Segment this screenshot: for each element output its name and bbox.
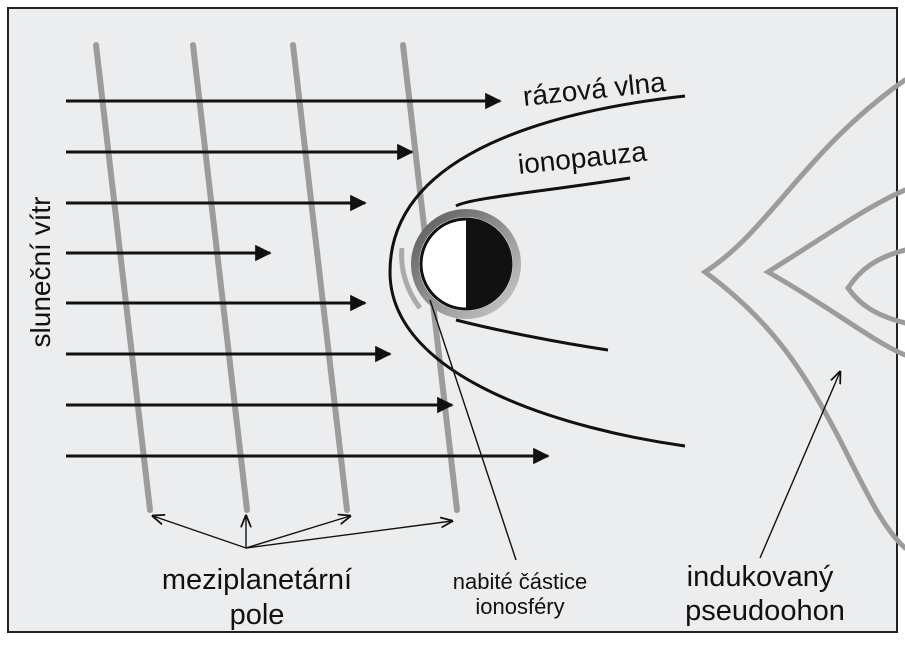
induced-magnetotail-label-line1: indukovaný [687, 561, 834, 593]
ionosphere-particles-label-line1: nabité částice [453, 569, 588, 594]
ionosphere-particles-label-line2: ionosféry [475, 594, 564, 619]
solar-wind-label: sluneční vítr [25, 197, 56, 348]
induced-magnetotail-label-line2: pseudoohon [685, 595, 845, 627]
interplanetary-field-label-line1: meziplanetární [162, 564, 352, 596]
planet-icon [421, 219, 511, 309]
interplanetary-field-label-line2: pole [230, 599, 285, 631]
